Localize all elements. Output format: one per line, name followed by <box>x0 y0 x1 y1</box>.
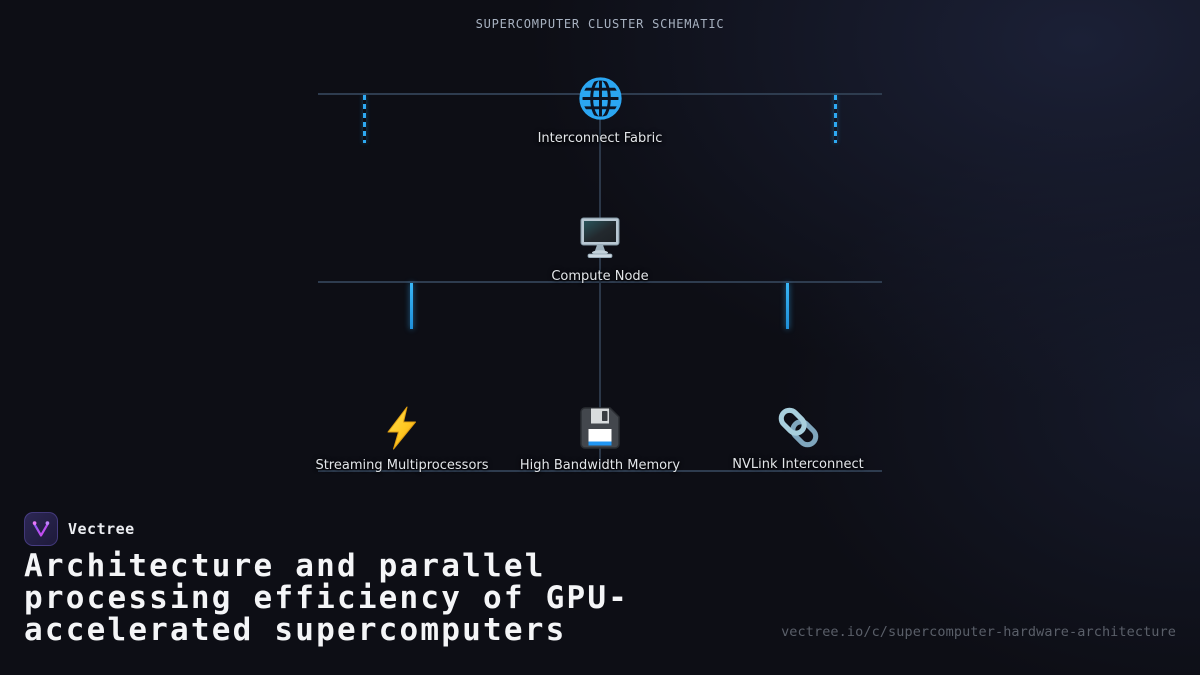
blue-pulse-left <box>410 283 413 329</box>
node-high-bandwidth-memory: High Bandwidth Memory <box>450 405 750 473</box>
node-interconnect-fabric: Interconnect Fabric <box>450 75 750 146</box>
node-label-streaming-multiprocessors: Streaming Multiprocessors <box>315 458 489 473</box>
node-label-compute-node: Compute Node <box>551 269 649 284</box>
connector-line-bottom <box>318 470 882 472</box>
vectree-logo-glyph <box>32 521 50 537</box>
globe-icon <box>577 75 624 122</box>
node-label-high-bandwidth-memory: High Bandwidth Memory <box>519 458 681 473</box>
dashed-pulse-left <box>363 95 366 143</box>
link-icon <box>776 405 821 450</box>
blue-pulse-right <box>786 283 789 329</box>
node-compute-node: Compute Node <box>450 215 750 284</box>
vectree-logo <box>24 512 58 546</box>
lightning-icon <box>381 405 423 451</box>
brand-name: Vectree <box>68 520 135 538</box>
card-headline: Architecture and parallel processing eff… <box>24 548 630 648</box>
node-label-nvlink-interconnect: NVLink Interconnect <box>732 457 864 472</box>
node-streaming-multiprocessors: Streaming Multiprocessors <box>252 405 552 473</box>
schematic-title: SUPERCOMPUTER CLUSTER SCHEMATIC <box>475 17 725 31</box>
connector-line-vertical <box>599 99 601 470</box>
monitor-icon <box>577 215 623 259</box>
dashed-pulse-right <box>834 95 837 143</box>
floppy-disk-icon <box>577 405 623 451</box>
card-url: vectree.io/c/supercomputer-hardware-arch… <box>781 624 1176 640</box>
node-label-interconnect-fabric: Interconnect Fabric <box>537 131 663 146</box>
node-nvlink-interconnect: NVLink Interconnect <box>648 405 948 472</box>
